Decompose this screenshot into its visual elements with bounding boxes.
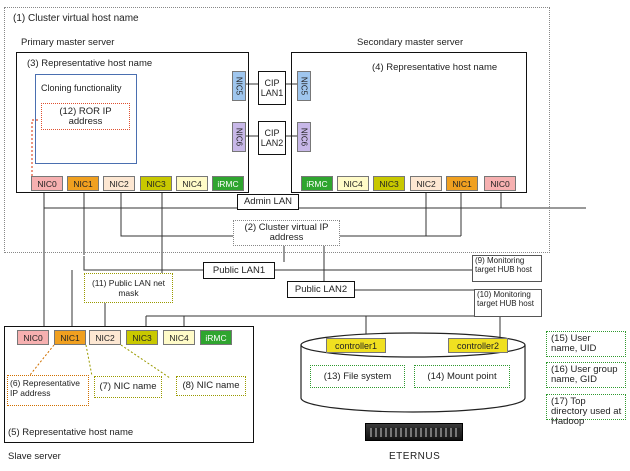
slave-server (4, 326, 254, 443)
public-lan-netmask-label: (11) Public LAN net mask (91, 278, 166, 298)
primary-master-server (16, 52, 249, 193)
slave-irmc[interactable]: iRMC (200, 330, 232, 345)
cip-lan1-box: CIP LAN1 (258, 71, 286, 105)
nic-name-7-box: (7) NIC name (94, 376, 162, 398)
secondary-nic0[interactable]: NIC0 (484, 176, 516, 191)
nic-name-8-label: (8) NIC name (182, 380, 240, 391)
slave-server-label: Slave server (8, 451, 61, 462)
secondary-irmc[interactable]: iRMC (301, 176, 333, 191)
ror-ip-label: (12) ROR IP address (59, 105, 112, 127)
cip-lan2-label: CIP LAN2 (260, 128, 284, 148)
slave-nic1[interactable]: NIC1 (54, 330, 86, 345)
eternus-label: ETERNUS (389, 451, 441, 462)
secondary-nic4[interactable]: NIC4 (337, 176, 369, 191)
rep-ip-6-box: (6) Representative IP address (7, 375, 89, 406)
primary-master-label: Primary master server (21, 37, 115, 48)
file-system-label: (13) File system (323, 370, 392, 382)
secondary-nic5[interactable]: NIC5 (297, 71, 311, 101)
controller2[interactable]: controller2 (448, 338, 508, 353)
rep-host-3-label: (3) Representative host name (27, 58, 153, 69)
cluster-virtual-host-label: (1) Cluster virtual host name (13, 13, 139, 24)
cluster-boundary (4, 7, 550, 253)
rep-host-4-label: (4) Representative host name (372, 62, 498, 73)
secondary-master-label: Secondary master server (357, 37, 464, 48)
top-directory-label: (17) Top directory used at Hadoop (551, 396, 622, 427)
primary-nic1[interactable]: NIC1 (67, 176, 99, 191)
primary-irmc[interactable]: iRMC (212, 176, 244, 191)
primary-nic4[interactable]: NIC4 (176, 176, 208, 191)
secondary-nic6[interactable]: NIC6 (297, 122, 311, 152)
admin-lan-label: Admin LAN (243, 196, 293, 207)
cloning-box (35, 74, 137, 164)
user-name-label: (15) User name, UID (551, 333, 597, 354)
primary-nic6[interactable]: NIC6 (232, 122, 246, 152)
user-name-box: (15) User name, UID (546, 331, 626, 357)
primary-nic5[interactable]: NIC5 (232, 71, 246, 101)
cluster-virtual-ip-box: (2) Cluster virtual IP address (233, 220, 340, 246)
rep-ip-6-label: (6) Representative IP address (10, 378, 80, 398)
mount-point-box: (14) Mount point (414, 365, 510, 388)
controller1[interactable]: controller1 (326, 338, 386, 353)
slave-nic0[interactable]: NIC0 (17, 330, 49, 345)
public-lan-netmask-box: (11) Public LAN net mask (84, 273, 173, 303)
secondary-nic3[interactable]: NIC3 (373, 176, 405, 191)
secondary-nic1[interactable]: NIC1 (446, 176, 478, 191)
cip-lan2-box: CIP LAN2 (258, 121, 286, 155)
rep-host-5-label: (5) Representative host name (8, 427, 134, 438)
secondary-master-server (291, 52, 527, 193)
file-system-box: (13) File system (310, 365, 405, 388)
nic-name-7-label: (7) NIC name (99, 381, 157, 392)
slave-nic2[interactable]: NIC2 (89, 330, 121, 345)
public-lan1-box: Public LAN1 (203, 262, 275, 279)
primary-nic3[interactable]: NIC3 (140, 176, 172, 191)
primary-nic0[interactable]: NIC0 (31, 176, 63, 191)
monitoring-hub-10-label: (10) Monitoring target HUB host (477, 290, 534, 308)
cloning-label: Cloning functionality (41, 83, 122, 93)
cluster-virtual-ip-label: (2) Cluster virtual IP address (244, 222, 329, 243)
public-lan2-label: Public LAN2 (294, 283, 348, 295)
public-lan1-label: Public LAN1 (212, 264, 266, 276)
public-lan2-box: Public LAN2 (287, 281, 355, 298)
slave-nic4[interactable]: NIC4 (163, 330, 195, 345)
admin-lan-box: Admin LAN (237, 194, 299, 210)
monitoring-hub-10-box: (10) Monitoring target HUB host (474, 289, 542, 317)
cip-lan1-label: CIP LAN1 (260, 78, 284, 98)
monitoring-hub-9-box: (9) Monitoring target HUB host (472, 255, 542, 282)
user-group-label: (16) User group name, GID (551, 364, 618, 385)
ror-ip-box: (12) ROR IP address (41, 103, 130, 130)
user-group-box: (16) User group name, GID (546, 362, 626, 388)
nic-name-8-box: (8) NIC name (176, 376, 246, 396)
slave-nic3[interactable]: NIC3 (126, 330, 158, 345)
top-directory-box: (17) Top directory used at Hadoop (546, 394, 626, 427)
eternus-storage-icon (365, 423, 463, 441)
primary-nic2[interactable]: NIC2 (103, 176, 135, 191)
secondary-nic2[interactable]: NIC2 (410, 176, 442, 191)
monitoring-hub-9-label: (9) Monitoring target HUB host (475, 256, 532, 274)
mount-point-label: (14) Mount point (427, 370, 497, 382)
